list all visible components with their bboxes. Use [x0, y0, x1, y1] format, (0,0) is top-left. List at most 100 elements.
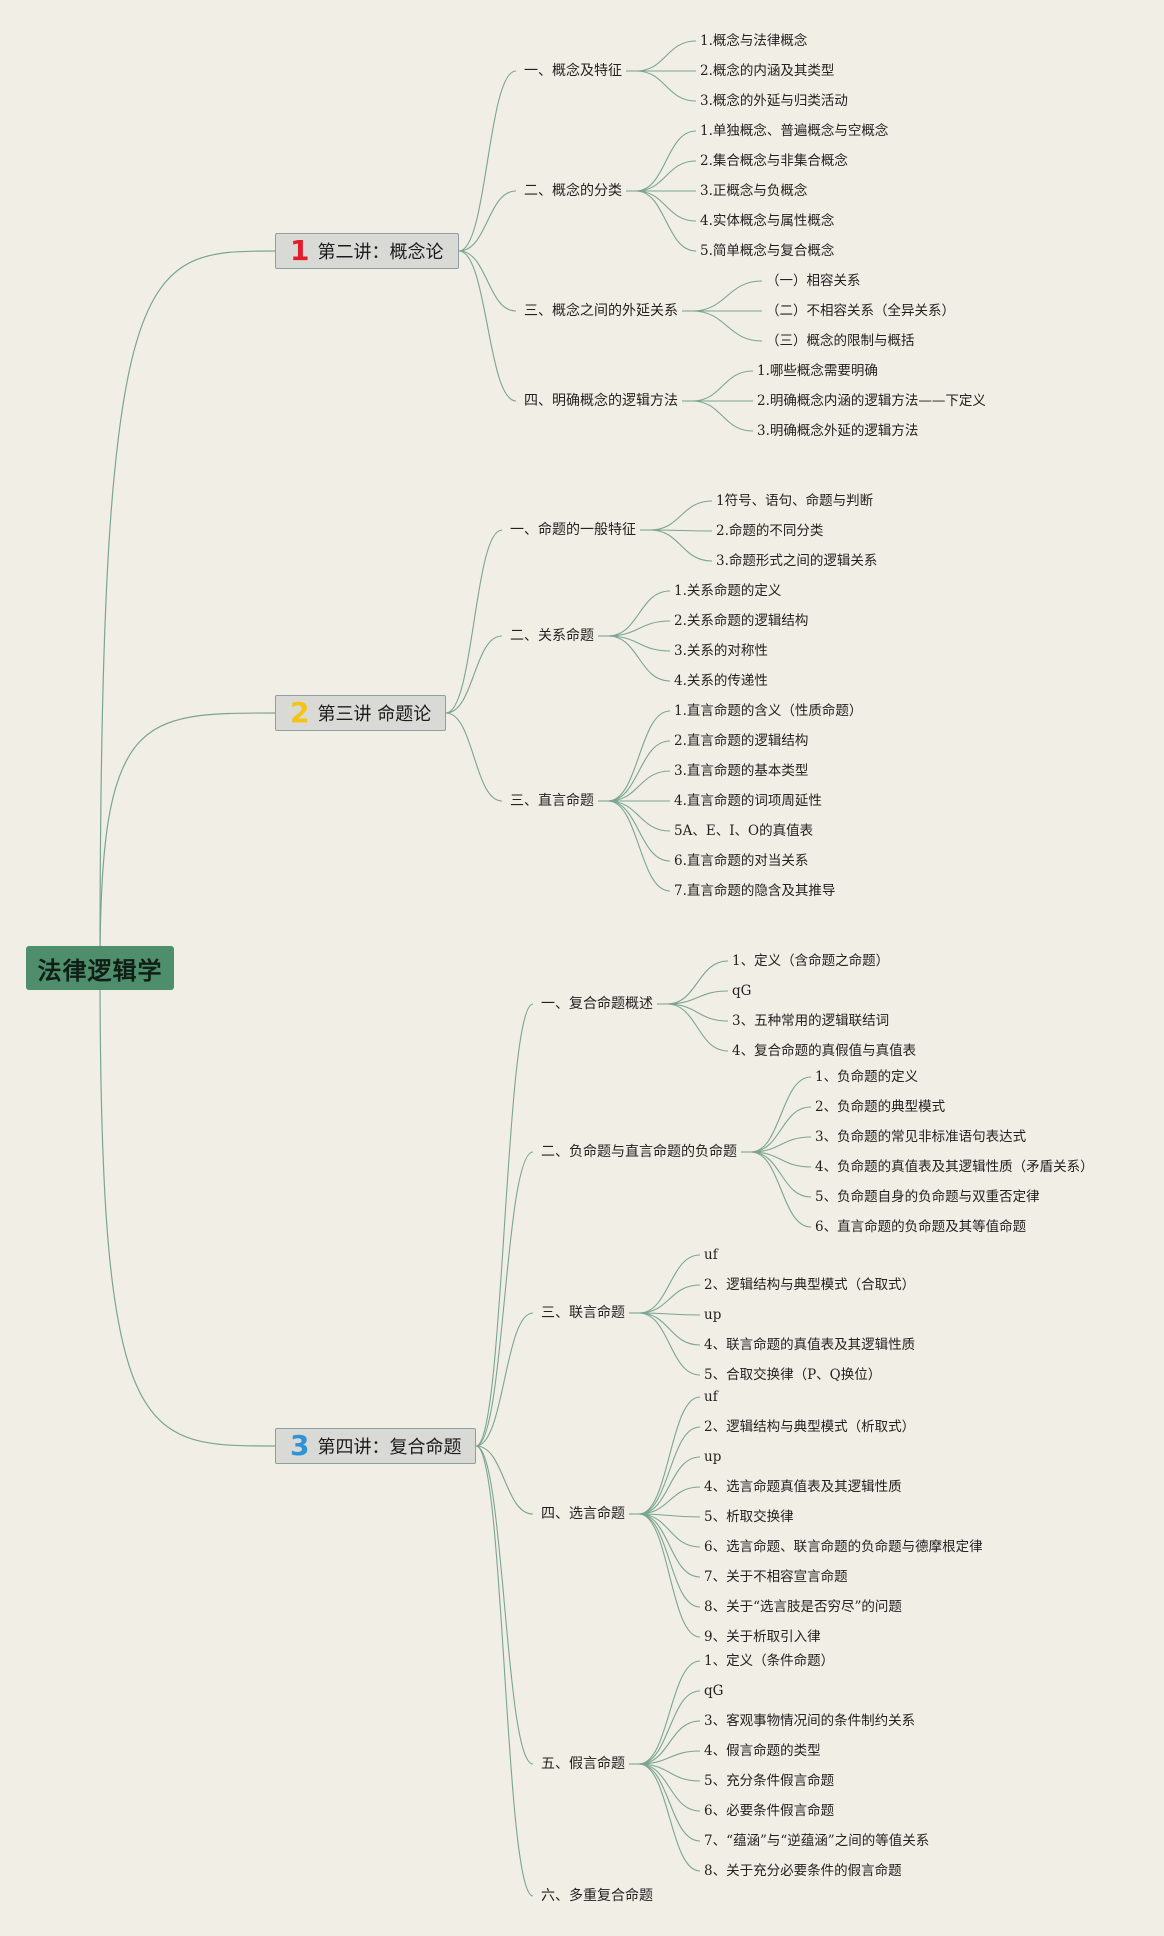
leaf-item[interactable]: 8、关于充分必要条件的假言命题 — [704, 1863, 902, 1879]
leaf-item[interactable]: 4、选言命题真值表及其逻辑性质 — [704, 1479, 902, 1495]
leaf-item[interactable]: 2.命题的不同分类 — [716, 523, 824, 539]
section-node[interactable]: 四、选言命题 — [541, 1506, 625, 1522]
leaf-item[interactable]: 7.直言命题的隐含及其推导 — [674, 883, 836, 899]
leaf-item[interactable]: 1符号、语句、命题与判断 — [716, 493, 874, 509]
leaf-item[interactable]: 9、关于析取引入律 — [704, 1629, 821, 1645]
leaf-item[interactable]: 3.关系的对称性 — [674, 643, 768, 659]
section-to-item-line — [649, 529, 713, 562]
chapter-number: 3 — [290, 1429, 310, 1462]
leaf-item[interactable]: up — [704, 1307, 722, 1323]
section-to-item-line — [638, 1763, 701, 1782]
leaf-item[interactable]: uf — [704, 1247, 718, 1263]
section-node[interactable]: 三、直言命题 — [510, 793, 594, 809]
leaf-item[interactable]: （三）概念的限制与概括 — [766, 333, 915, 349]
section-to-item-line — [638, 1513, 701, 1578]
leaf-item[interactable]: 5、充分条件假言命题 — [704, 1773, 835, 1789]
leaf-item[interactable]: 2.关系命题的逻辑结构 — [674, 613, 809, 629]
section-to-item-line — [691, 310, 763, 342]
leaf-item[interactable]: 4、负命题的真值表及其逻辑性质（矛盾关系） — [815, 1159, 1094, 1175]
leaf-item[interactable]: 2、逻辑结构与典型模式（析取式） — [704, 1419, 916, 1435]
root-to-chapter-line — [99, 250, 276, 969]
section-to-item-line — [607, 800, 671, 832]
root-to-chapter-line — [99, 712, 276, 969]
section-to-item-line — [638, 1513, 701, 1548]
leaf-item[interactable]: 6.直言命题的对当关系 — [674, 853, 809, 869]
section-to-item-line — [607, 635, 671, 682]
root-node[interactable]: 法律逻辑学 — [26, 946, 174, 990]
chapter-to-section-line — [458, 70, 517, 252]
section-to-item-line — [638, 1312, 701, 1376]
leaf-item[interactable]: 5、负命题自身的负命题与双重否定律 — [815, 1189, 1040, 1205]
leaf-item[interactable]: 7、关于不相容宣言命题 — [704, 1569, 848, 1585]
section-node[interactable]: 一、复合命题概述 — [541, 996, 653, 1012]
leaf-item[interactable]: 8、关于“选言肢是否穷尽”的问题 — [704, 1599, 902, 1615]
section-node[interactable]: 一、概念及特征 — [524, 63, 622, 79]
section-to-item-line — [635, 130, 697, 192]
section-node[interactable]: 四、明确概念的逻辑方法 — [524, 393, 678, 409]
leaf-item[interactable]: 3、负命题的常见非标准语句表达式 — [815, 1129, 1027, 1145]
leaf-item[interactable]: 1.概念与法律概念 — [700, 33, 808, 49]
leaf-item[interactable]: 5、合取交换律（P、Q换位） — [704, 1367, 882, 1383]
chapter-to-section-line — [475, 1312, 534, 1447]
section-to-item-line — [607, 740, 671, 802]
leaf-item[interactable]: 7、“蕴涵”与“逆蕴涵”之间的等值关系 — [704, 1833, 930, 1849]
leaf-item[interactable]: 1、负命题的定义 — [815, 1069, 919, 1085]
leaf-item[interactable]: 6、必要条件假言命题 — [704, 1803, 835, 1819]
leaf-item[interactable]: 2.明确概念内涵的逻辑方法——下定义 — [757, 393, 986, 409]
leaf-item[interactable]: 3.直言命题的基本类型 — [674, 763, 809, 779]
leaf-item[interactable]: 2.直言命题的逻辑结构 — [674, 733, 809, 749]
leaf-item[interactable]: uf — [704, 1389, 718, 1405]
leaf-item[interactable]: 6、直言命题的负命题及其等值命题 — [815, 1219, 1027, 1235]
section-to-item-line — [691, 280, 763, 312]
section-to-item-line — [607, 800, 671, 892]
leaf-item[interactable]: 3、五种常用的逻辑联结词 — [732, 1013, 890, 1029]
leaf-item[interactable]: 3.明确概念外延的逻辑方法 — [757, 423, 919, 439]
chapter-to-section-line — [458, 250, 517, 312]
leaf-item[interactable]: 4、复合命题的真假值与真值表 — [732, 1043, 917, 1059]
leaf-item[interactable]: 2.概念的内涵及其类型 — [700, 63, 835, 79]
section-node[interactable]: 二、负命题与直言命题的负命题 — [541, 1144, 737, 1160]
section-node[interactable]: 一、命题的一般特征 — [510, 522, 636, 538]
leaf-item[interactable]: 1.单独概念、普遍概念与空概念 — [700, 123, 889, 139]
leaf-item[interactable]: qG — [732, 983, 752, 999]
section-node[interactable]: 三、概念之间的外延关系 — [524, 303, 678, 319]
leaf-item[interactable]: 3.正概念与负概念 — [700, 183, 808, 199]
leaf-item[interactable]: 3、客观事物情况间的条件制约关系 — [704, 1713, 916, 1729]
section-to-item-line — [750, 1106, 812, 1153]
leaf-item[interactable]: 4.直言命题的词项周延性 — [674, 793, 822, 809]
section-node[interactable]: 五、假言命题 — [541, 1756, 625, 1772]
leaf-item[interactable]: 1.哪些概念需要明确 — [757, 363, 878, 379]
leaf-item[interactable]: 2.集合概念与非集合概念 — [700, 153, 848, 169]
leaf-item[interactable]: 5A、E、I、O的真值表 — [674, 823, 814, 839]
leaf-item[interactable]: 1.直言命题的含义（性质命题） — [674, 703, 863, 719]
section-node[interactable]: 三、联言命题 — [541, 1305, 625, 1321]
leaf-item[interactable]: 2、负命题的典型模式 — [815, 1099, 946, 1115]
leaf-item[interactable]: 4、联言命题的真值表及其逻辑性质 — [704, 1337, 916, 1353]
leaf-item[interactable]: 5、析取交换律 — [704, 1509, 794, 1525]
section-to-item-line — [750, 1136, 812, 1153]
leaf-item[interactable]: 5.简单概念与复合概念 — [700, 243, 835, 259]
leaf-item[interactable]: 2、逻辑结构与典型模式（合取式） — [704, 1277, 916, 1293]
chapter-to-section-line — [475, 1445, 534, 1897]
leaf-item[interactable]: （一）相容关系 — [766, 273, 861, 289]
section-to-item-line — [691, 400, 754, 432]
leaf-item[interactable]: up — [704, 1449, 722, 1465]
leaf-item[interactable]: （二）不相容关系（全异关系） — [766, 303, 955, 319]
leaf-item[interactable]: 6、选言命题、联言命题的负命题与德摩根定律 — [704, 1539, 983, 1555]
section-node[interactable]: 六、多重复合命题 — [541, 1888, 653, 1904]
leaf-item[interactable]: 4.关系的传递性 — [674, 673, 768, 689]
section-node[interactable]: 二、关系命题 — [510, 628, 594, 644]
leaf-item[interactable]: 1、定义（含命题之命题） — [732, 953, 890, 969]
leaf-item[interactable]: 4、假言命题的类型 — [704, 1743, 821, 1759]
leaf-item[interactable]: 1、定义（条件命题） — [704, 1653, 835, 1669]
leaf-item[interactable]: 3.概念的外延与归类活动 — [700, 93, 848, 109]
leaf-item[interactable]: 4.实体概念与属性概念 — [700, 213, 835, 229]
chapter-to-section-line — [445, 712, 503, 802]
leaf-item[interactable]: 1.关系命题的定义 — [674, 583, 782, 599]
section-node[interactable]: 二、概念的分类 — [524, 183, 622, 199]
leaf-item[interactable]: 3.命题形式之间的逻辑关系 — [716, 553, 878, 569]
leaf-item[interactable]: qG — [704, 1683, 724, 1699]
